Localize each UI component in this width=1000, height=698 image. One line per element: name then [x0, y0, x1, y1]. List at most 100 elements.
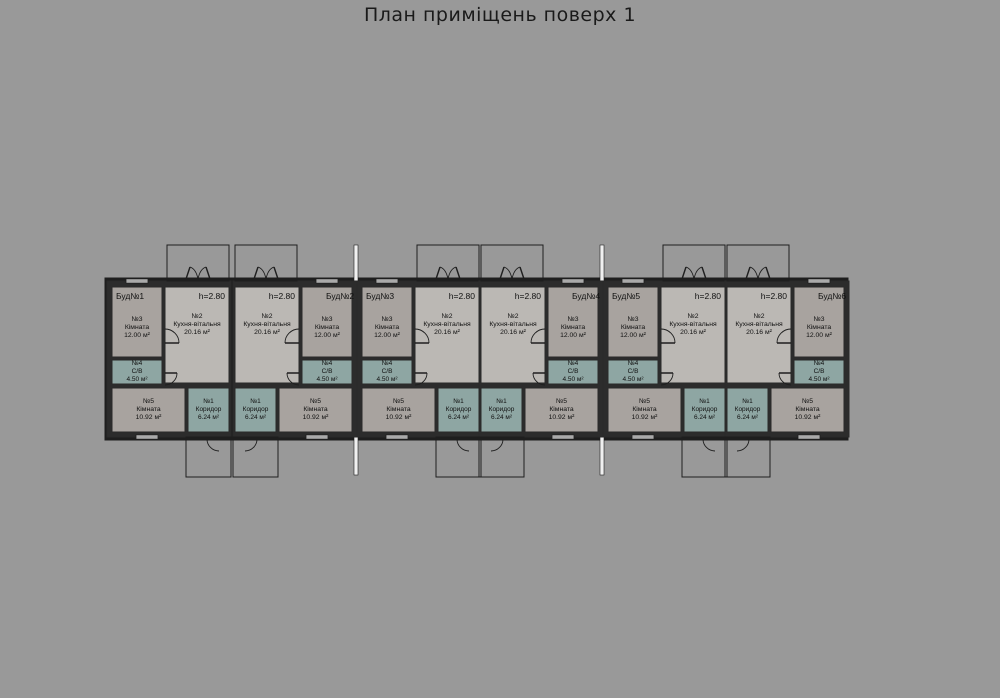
terrace-outline: [662, 244, 726, 282]
entrance-porch-outline: [724, 436, 771, 478]
room-kitchen-living: [726, 286, 792, 384]
room-name: Кімната: [632, 405, 657, 413]
room-bedroom: [301, 286, 353, 358]
room-corridor: [683, 387, 726, 433]
room-area: 20.16 м²: [680, 329, 707, 336]
room-name: Кухня-вітальня: [423, 320, 471, 328]
window: [561, 278, 585, 284]
room-number: №3: [567, 316, 578, 323]
room-number: №4: [132, 360, 143, 367]
window: [135, 434, 159, 440]
window: [125, 278, 149, 284]
room-number: №4: [568, 360, 579, 367]
terrace-outline: [234, 244, 298, 282]
entrance-porch-outline: [185, 436, 232, 478]
window: [305, 434, 329, 440]
room-name: Кухня-вітальня: [489, 320, 537, 328]
room-number: №2: [261, 313, 272, 320]
room-bathroom: [547, 359, 599, 385]
double-door: [681, 266, 707, 280]
entrance-porch-outline: [478, 436, 525, 478]
room-area: 20.16 м²: [500, 329, 527, 336]
room-number: №3: [381, 316, 392, 323]
room-area: 10.92 м²: [549, 414, 576, 421]
entrance-door-swing: [244, 438, 258, 452]
window: [315, 278, 339, 284]
room-corridor: [187, 387, 230, 433]
room-area: 6.24 м²: [198, 414, 220, 421]
room-name: С/В: [322, 368, 333, 375]
room-area: 20.16 м²: [254, 329, 281, 336]
unit-label: Буд№4: [572, 291, 600, 301]
door-swing: [532, 372, 546, 386]
room-number: №2: [753, 313, 764, 320]
room-corridor: [480, 387, 523, 433]
room-name: Кімната: [807, 323, 832, 331]
window: [385, 434, 409, 440]
room-name: Кімната: [621, 323, 646, 331]
room-name: Кімната: [561, 323, 586, 331]
room-area: 12.00 м²: [806, 332, 833, 339]
room-bedroom-2: [111, 387, 186, 433]
room-name: С/В: [382, 368, 393, 375]
room-area: 6.24 м²: [694, 414, 716, 421]
room-number: №1: [496, 398, 507, 405]
door-swing: [776, 328, 792, 344]
double-door: [185, 266, 211, 280]
double-door: [499, 266, 525, 280]
room-area: 20.16 м²: [746, 329, 773, 336]
window: [375, 278, 399, 284]
room-name: Кімната: [125, 323, 150, 331]
entrance-porch-outline: [435, 436, 482, 478]
entrance-door-swing: [206, 438, 220, 452]
room-name: Кімната: [795, 405, 820, 413]
double-door: [253, 266, 279, 280]
room-name: Кухня-вітальня: [173, 320, 221, 328]
entrance-door-swing: [490, 438, 504, 452]
room-area: 4.50 м²: [316, 376, 338, 383]
room-number: №1: [203, 398, 214, 405]
room-bedroom-2: [524, 387, 599, 433]
room-bathroom: [301, 359, 353, 385]
room-area: 12.00 м²: [560, 332, 587, 339]
entrance-door-swing: [736, 438, 750, 452]
room-area: 10.92 м²: [303, 414, 330, 421]
room-name: Кімната: [375, 323, 400, 331]
ceiling-height-label: h=2.80: [515, 291, 542, 301]
window: [807, 278, 831, 284]
room-bedroom-2: [361, 387, 436, 433]
room-number: №3: [813, 316, 824, 323]
ceiling-height-label: h=2.80: [449, 291, 476, 301]
unit-label: Буд№3: [366, 291, 394, 301]
door-swing: [778, 372, 792, 386]
room-name: Коридор: [735, 406, 761, 413]
room-name: Кімната: [303, 405, 328, 413]
room-bedroom: [111, 286, 163, 358]
room-number: №5: [310, 398, 321, 405]
room-bedroom: [547, 286, 599, 358]
room-number: №1: [453, 398, 464, 405]
door-swing: [414, 372, 428, 386]
room-bedroom: [361, 286, 413, 358]
room-name: Коридор: [243, 406, 269, 413]
room-area: 12.00 м²: [374, 332, 401, 339]
entrance-door-swing: [456, 438, 470, 452]
plan-title: План приміщень поверх 1: [363, 4, 637, 26]
room-number: №3: [321, 316, 332, 323]
room-bedroom-2: [607, 387, 682, 433]
room-name: Коридор: [692, 406, 718, 413]
room-kitchen-living: [660, 286, 726, 384]
room-name: Кімната: [386, 405, 411, 413]
room-area: 12.00 м²: [620, 332, 647, 339]
room-name: Коридор: [489, 406, 515, 413]
room-area: 4.50 м²: [126, 376, 148, 383]
entrance-door-swing: [702, 438, 716, 452]
unit-label: Буд№6: [818, 291, 846, 301]
entrance-porch-outline: [681, 436, 728, 478]
room-name: С/В: [628, 368, 639, 375]
room-name: Кухня-вітальня: [243, 320, 291, 328]
room-number: №4: [628, 360, 639, 367]
room-number: №5: [556, 398, 567, 405]
